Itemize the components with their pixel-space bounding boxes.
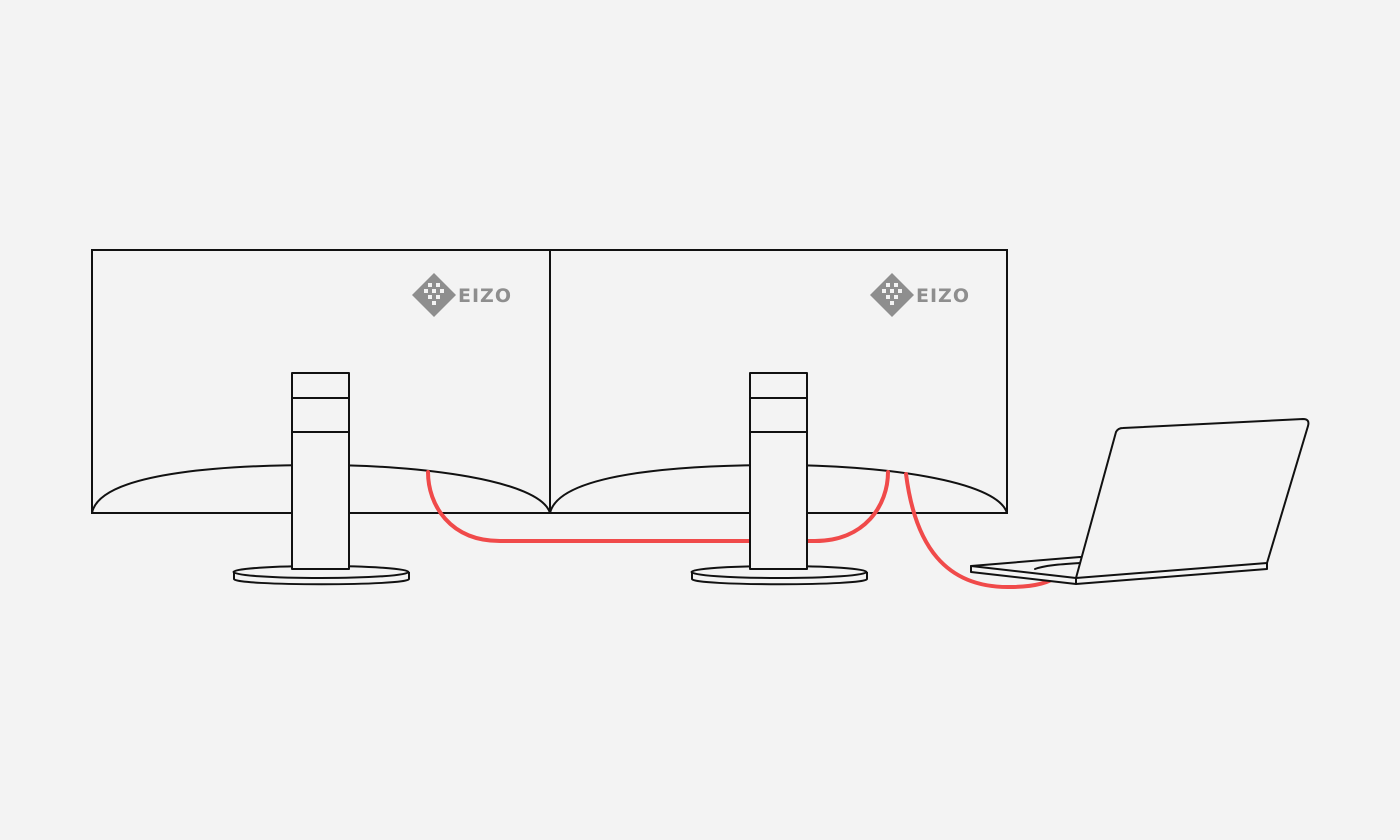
left-monitor-stand	[232, 372, 410, 586]
right-monitor-stand	[690, 372, 868, 586]
laptop-input-cable	[904, 472, 1060, 590]
cables	[426, 470, 1060, 590]
monitor-panels	[91, 249, 1008, 514]
eizo-mark-icon	[412, 273, 456, 317]
left-monitor-brand: EIZO	[458, 285, 512, 307]
laptop-keyboard-edge	[1034, 562, 1081, 570]
left-eizo-logo: EIZO	[412, 273, 512, 317]
eizo-mark-icon	[870, 273, 914, 317]
left-stand-neck	[291, 372, 350, 570]
right-stand-neck	[749, 372, 808, 570]
right-eizo-logo: EIZO	[870, 273, 970, 317]
laptop-screen-lid	[1075, 418, 1310, 579]
daisy-chain-cable	[426, 470, 890, 543]
right-monitor-brand: EIZO	[916, 285, 970, 307]
laptop	[970, 418, 1310, 585]
